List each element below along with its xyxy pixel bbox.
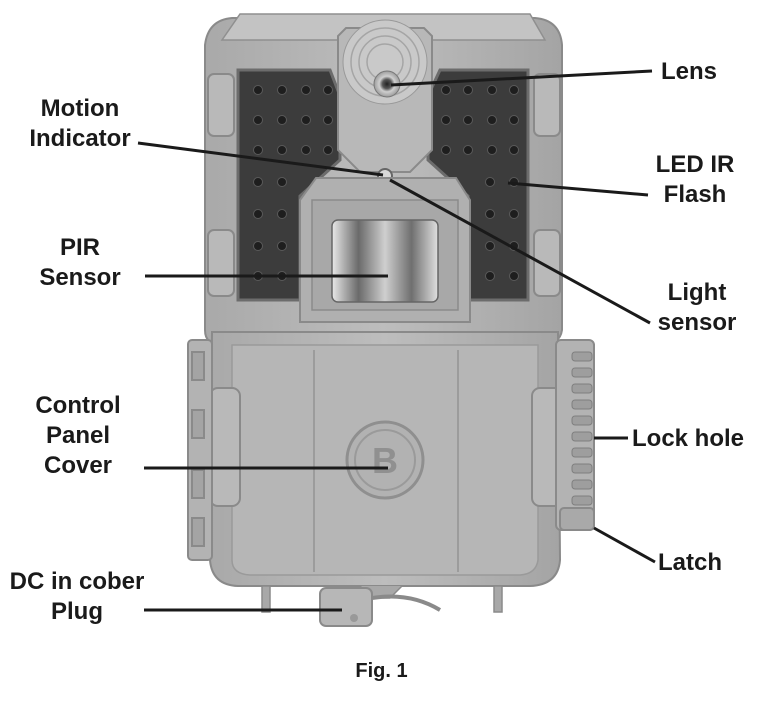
label-dc-in-cover-plug: DC in cober Plug bbox=[2, 567, 152, 627]
ir-led bbox=[253, 209, 263, 219]
ir-led bbox=[509, 271, 519, 281]
label-motion-indicator-line-2: Indicator bbox=[29, 125, 131, 152]
brand-logo-letter: B bbox=[372, 440, 398, 481]
ir-led bbox=[487, 145, 497, 155]
leader-light-sensor bbox=[389, 178, 651, 325]
ir-led bbox=[509, 209, 519, 219]
left-hinge bbox=[187, 339, 213, 561]
ir-led bbox=[253, 145, 263, 155]
label-control-panel-cover-line-3: Cover bbox=[43, 452, 113, 479]
leader-latch bbox=[593, 526, 656, 564]
lock-hole bbox=[571, 479, 593, 490]
label-control-panel-cover-line-2: Panel bbox=[45, 422, 111, 449]
ir-led bbox=[323, 115, 333, 125]
label-dc-plug-line-1: DC in cober bbox=[9, 568, 145, 595]
ir-led bbox=[253, 241, 263, 251]
label-pir-sensor-line-2: Sensor bbox=[39, 264, 121, 291]
ir-led bbox=[509, 85, 519, 95]
lock-hole bbox=[571, 415, 593, 426]
ir-led bbox=[509, 115, 519, 125]
label-lens: Lens bbox=[661, 58, 718, 85]
label-motion-indicator: Motion Indicator bbox=[20, 94, 140, 154]
ir-led bbox=[301, 145, 311, 155]
label-lock-hole: Lock hole bbox=[632, 425, 745, 452]
lock-hole bbox=[571, 367, 593, 378]
leader-motion-indicator bbox=[137, 141, 384, 177]
ir-led bbox=[253, 115, 263, 125]
lock-strap bbox=[555, 339, 595, 531]
bottom-base bbox=[261, 585, 503, 613]
label-led-ir-flash-line-1: LED IR bbox=[655, 151, 735, 178]
ir-led bbox=[301, 115, 311, 125]
ir-led bbox=[253, 85, 263, 95]
ir-led bbox=[323, 145, 333, 155]
ir-led bbox=[463, 115, 473, 125]
upper-side-clips bbox=[207, 73, 561, 297]
lock-hole bbox=[571, 351, 593, 362]
ir-led bbox=[277, 177, 287, 187]
label-led-ir-flash-line-2: Flash bbox=[663, 181, 727, 208]
ir-led bbox=[301, 85, 311, 95]
figure-caption: Fig. 1 bbox=[355, 660, 408, 682]
brand-logo-icon: B bbox=[345, 420, 425, 500]
pir-sensor bbox=[331, 219, 439, 303]
ir-led bbox=[323, 85, 333, 95]
ir-led bbox=[277, 85, 287, 95]
ir-led bbox=[277, 241, 287, 251]
ir-led bbox=[487, 115, 497, 125]
lock-hole bbox=[571, 431, 593, 442]
leader-lines bbox=[137, 69, 656, 612]
ir-led bbox=[277, 209, 287, 219]
label-dc-plug-line-2: Plug bbox=[51, 598, 103, 625]
label-control-panel-cover-line-1: Control bbox=[35, 392, 121, 419]
dc-in-cover-plug bbox=[319, 587, 442, 627]
ir-led bbox=[485, 271, 495, 281]
label-light-sensor-line-1: Light bbox=[667, 279, 727, 306]
ir-led bbox=[485, 241, 495, 251]
label-pir-sensor: PIR Sensor bbox=[25, 233, 135, 293]
label-latch: Latch bbox=[658, 549, 723, 576]
label-pir-sensor-line-1: PIR bbox=[59, 234, 100, 261]
label-control-panel-cover: Control Panel Cover bbox=[18, 391, 138, 481]
ir-led bbox=[509, 145, 519, 155]
leader-led-ir-flash bbox=[507, 181, 649, 197]
lock-hole bbox=[571, 447, 593, 458]
ir-led bbox=[277, 115, 287, 125]
lock-hole bbox=[571, 495, 593, 506]
ir-led bbox=[253, 177, 263, 187]
ir-led bbox=[441, 145, 451, 155]
label-led-ir-flash: LED IR Flash bbox=[640, 150, 750, 210]
ir-led bbox=[487, 85, 497, 95]
label-light-sensor: Light sensor bbox=[642, 278, 752, 338]
ir-led bbox=[441, 115, 451, 125]
ir-led bbox=[485, 177, 495, 187]
lock-hole bbox=[571, 399, 593, 410]
leader-lens bbox=[390, 69, 653, 87]
label-light-sensor-line-2: sensor bbox=[657, 309, 737, 336]
lock-hole bbox=[571, 463, 593, 474]
ir-led bbox=[463, 85, 473, 95]
ir-led bbox=[463, 145, 473, 155]
latch bbox=[559, 507, 595, 531]
lock-hole bbox=[571, 383, 593, 394]
ir-led bbox=[441, 85, 451, 95]
ir-led bbox=[277, 145, 287, 155]
label-motion-indicator-line-1: Motion bbox=[40, 95, 120, 122]
ir-led bbox=[485, 209, 495, 219]
